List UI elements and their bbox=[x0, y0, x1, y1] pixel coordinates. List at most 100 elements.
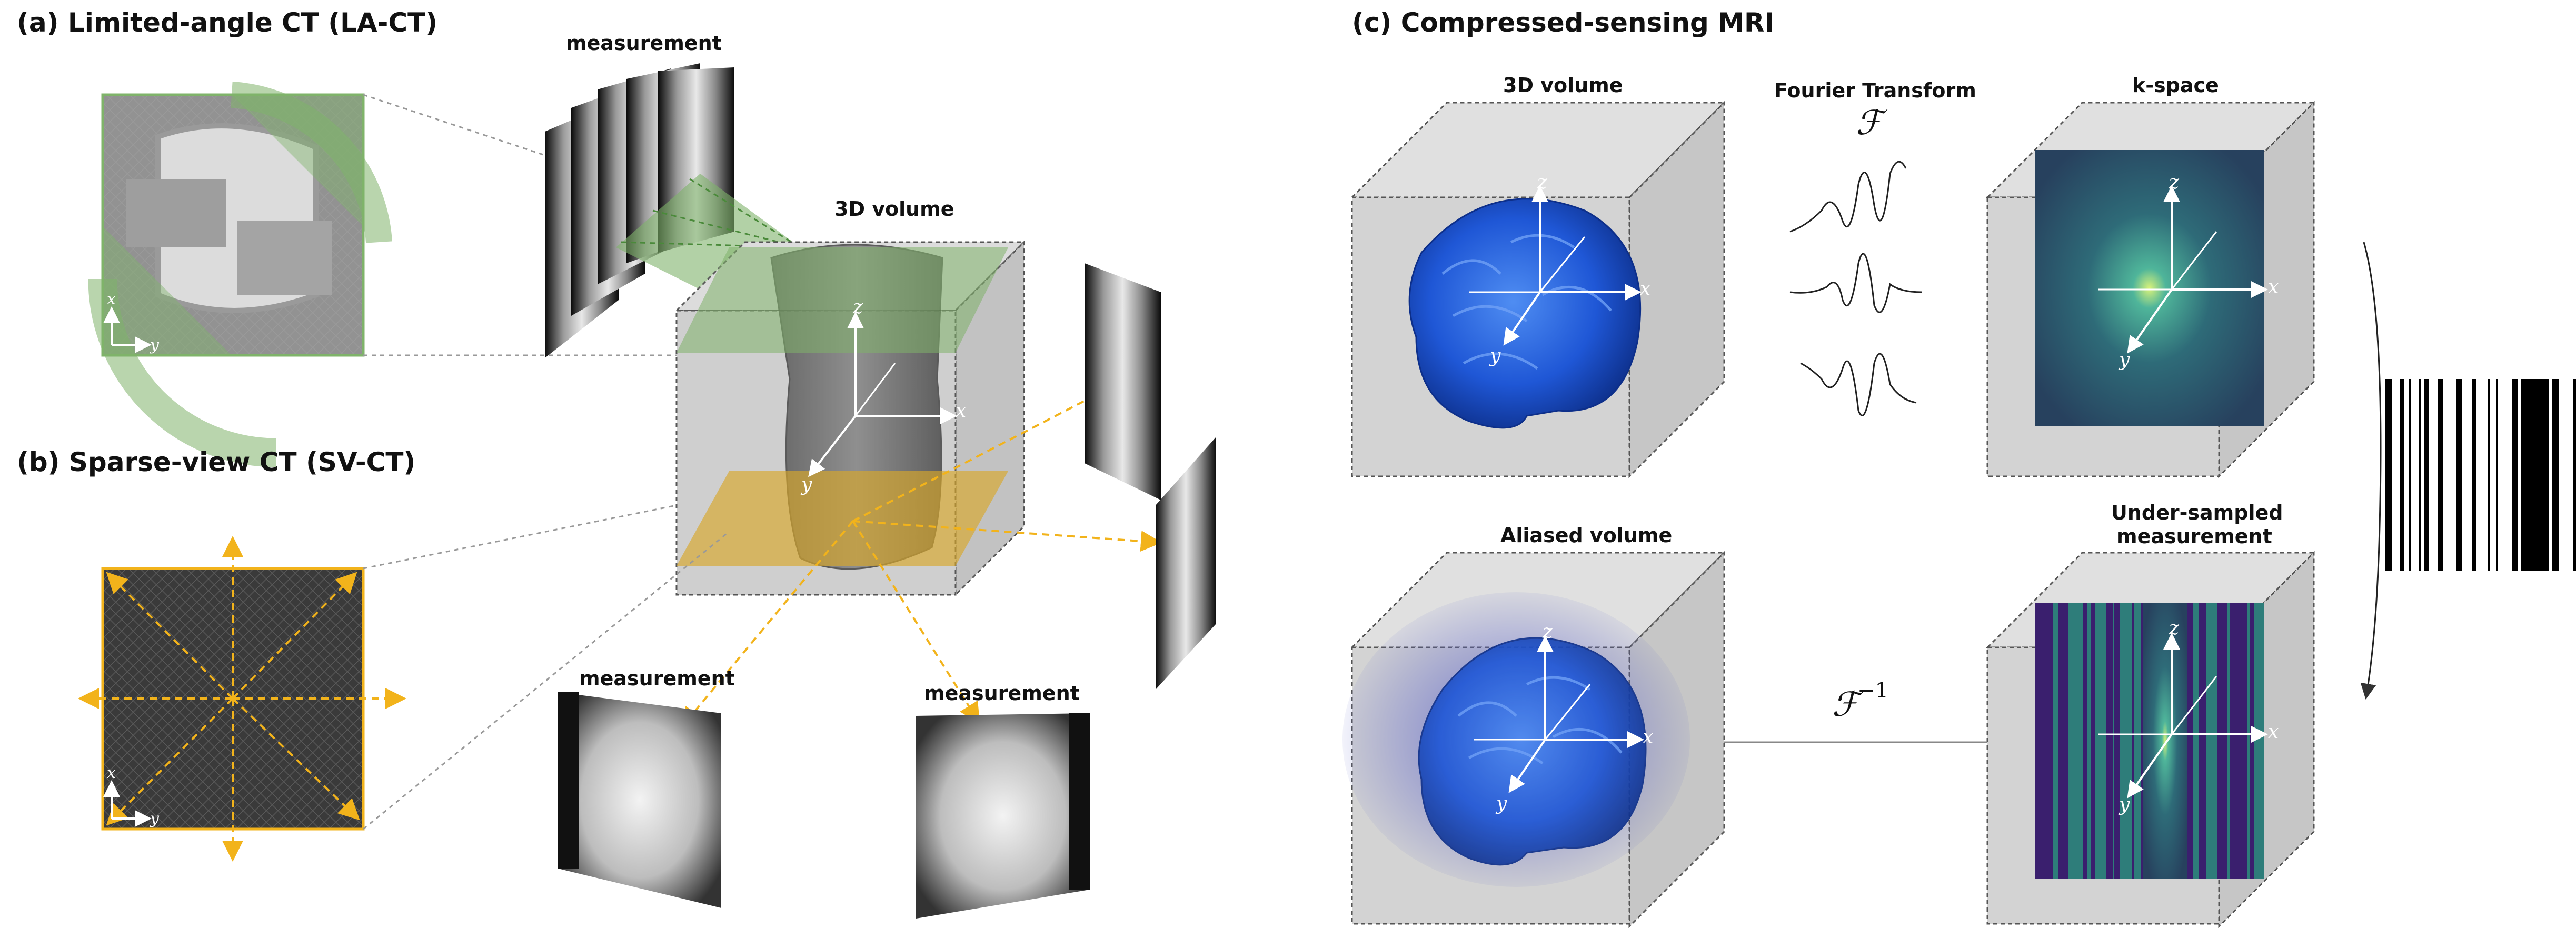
mask-stripe bbox=[2556, 379, 2559, 571]
la-slice-axes: x y bbox=[103, 290, 160, 354]
undersampled-line bbox=[2061, 603, 2068, 879]
mask-stripe bbox=[2415, 379, 2419, 571]
undersampled-line bbox=[2230, 603, 2235, 879]
undersampled-line bbox=[2044, 603, 2047, 879]
aliased-axis-z-label: z bbox=[1542, 621, 1553, 643]
ct-axis-z-label: z bbox=[852, 296, 863, 318]
mri-volume-cube bbox=[1350, 101, 1726, 478]
kspace-axis-x-label: x bbox=[2268, 276, 2279, 298]
panel-b-title: (b) Sparse-view CT (SV-CT) bbox=[17, 447, 415, 477]
mask-stripe bbox=[2476, 379, 2480, 571]
mask-stripe bbox=[2419, 379, 2421, 571]
mri-volume-label: 3D volume bbox=[1503, 74, 1623, 97]
undersampled-line bbox=[2262, 603, 2264, 879]
undersampled-label-line2: measurement bbox=[2116, 525, 2272, 548]
undersampled-line bbox=[2095, 603, 2100, 879]
undersampled-line bbox=[2076, 603, 2083, 879]
mri-axis-y-label: y bbox=[1489, 345, 1501, 367]
mask-stripe bbox=[2565, 379, 2573, 571]
mask-stripe bbox=[2552, 379, 2556, 571]
fourier-wave-icons bbox=[1789, 161, 1922, 416]
undersampled-line bbox=[2091, 603, 2095, 879]
mask-stripe bbox=[2404, 379, 2409, 571]
la-axis-x-label: x bbox=[107, 290, 116, 308]
undersampled-line bbox=[2227, 603, 2230, 879]
us-axis-y-label: y bbox=[2118, 794, 2130, 815]
ct-axis-x-label: x bbox=[956, 400, 966, 422]
undersampled-line bbox=[2225, 603, 2227, 879]
mask-stripe bbox=[2512, 379, 2518, 571]
mask-stripe bbox=[2411, 379, 2415, 571]
mask-stripe bbox=[2494, 379, 2496, 571]
undersampled-line bbox=[2113, 603, 2114, 879]
mask-stripe bbox=[2392, 379, 2393, 571]
mask-stripe bbox=[2409, 379, 2411, 571]
undersampled-line bbox=[2211, 603, 2217, 879]
mask-stripe bbox=[2443, 379, 2445, 571]
kspace-cube bbox=[1985, 101, 2316, 478]
sv-projection-rays bbox=[680, 376, 1162, 729]
undersampled-line bbox=[2035, 603, 2038, 879]
undersampled-line bbox=[2206, 603, 2211, 879]
sv-ray-directions bbox=[78, 536, 406, 862]
fourier-transform-label: Fourier Transform bbox=[1774, 79, 1976, 102]
mask-stripe bbox=[2549, 379, 2552, 571]
ct-volume-label: 3D volume bbox=[834, 197, 954, 221]
aliased-axis-y-label: y bbox=[1495, 793, 1507, 814]
mask-stripe bbox=[2534, 379, 2539, 571]
undersampled-line bbox=[2247, 603, 2250, 879]
undersampled-line bbox=[2127, 603, 2132, 879]
mask-stripe bbox=[2532, 379, 2534, 571]
kspace-axis-y-label: y bbox=[2118, 349, 2130, 371]
kspace-label: k-space bbox=[2132, 74, 2219, 97]
undersampled-line bbox=[2193, 603, 2199, 879]
mask-stripe bbox=[2469, 379, 2472, 571]
undersampled-line bbox=[2072, 603, 2076, 879]
mask-stripe bbox=[2498, 379, 2505, 571]
aliased-volume-axes: z x y bbox=[1474, 621, 1653, 814]
la-leader-lines bbox=[363, 94, 679, 356]
sv-axis-y-label: y bbox=[149, 810, 160, 828]
mri-volume-axes: z x y bbox=[1469, 172, 1650, 367]
mask-stripe bbox=[2482, 379, 2488, 571]
sv-measurement-label-left: measurement bbox=[579, 667, 735, 690]
mask-stripe bbox=[2480, 379, 2482, 571]
aliased-axis-x-label: x bbox=[1643, 726, 1653, 748]
undersampled-line bbox=[2100, 603, 2105, 879]
mask-stripe bbox=[2526, 379, 2532, 571]
mri-axis-z-label: z bbox=[1537, 172, 1548, 193]
mask-stripe bbox=[2424, 379, 2426, 571]
undersampled-line bbox=[2235, 603, 2243, 879]
undersampled-line bbox=[2132, 603, 2134, 879]
mask-stripe bbox=[2521, 379, 2524, 571]
us-axis-z-label: z bbox=[2169, 617, 2180, 639]
mask-stripe bbox=[2518, 379, 2521, 571]
mask-stripe bbox=[2539, 379, 2542, 571]
undersampled-line bbox=[2083, 603, 2087, 879]
undersampled-line bbox=[2250, 603, 2254, 879]
mask-stripe bbox=[2438, 379, 2443, 571]
mask-stripe bbox=[2462, 379, 2469, 571]
panel-a-title: (a) Limited-angle CT (LA-CT) bbox=[17, 7, 437, 38]
undersampled-line bbox=[2134, 603, 2141, 879]
mask-stripe bbox=[2493, 379, 2494, 571]
mask-stripe bbox=[2505, 379, 2512, 571]
mask-stripe bbox=[2573, 379, 2576, 571]
mri-axis-x-label: x bbox=[1640, 278, 1650, 300]
aliased-volume-label: Aliased volume bbox=[1500, 524, 1672, 547]
mask-stripe bbox=[2385, 379, 2392, 571]
undersampled-line bbox=[2217, 603, 2225, 879]
mask-stripe bbox=[2449, 379, 2456, 571]
sv-axis-x-label: x bbox=[107, 764, 116, 782]
undersampled-line bbox=[2068, 603, 2072, 879]
ct-axis-y-label: y bbox=[800, 474, 812, 495]
mask-stripe bbox=[2544, 379, 2549, 571]
undersampled-label-line1: Under-sampled bbox=[2111, 501, 2283, 524]
mask-stripe bbox=[2445, 379, 2449, 571]
mask-stripe bbox=[2433, 379, 2438, 571]
la-measurement-label: measurement bbox=[566, 32, 722, 55]
undersampled-line bbox=[2199, 603, 2206, 879]
undersampled-line bbox=[2254, 603, 2262, 879]
la-ct-slice-image bbox=[88, 82, 392, 467]
